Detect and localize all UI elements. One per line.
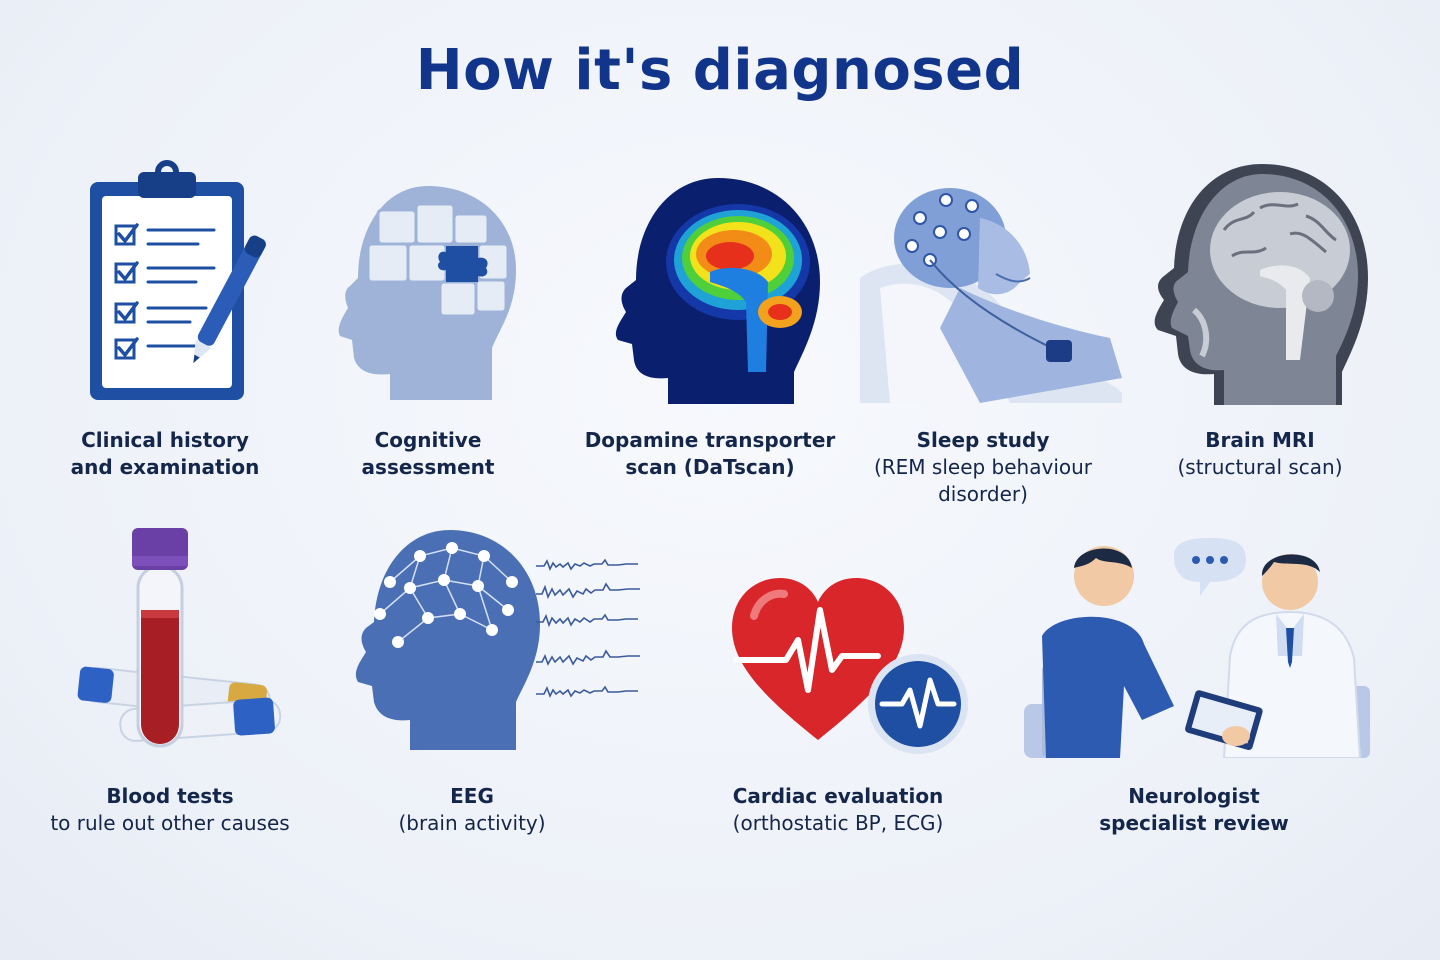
item-title: Cognitive (374, 428, 482, 452)
item-title: Brain MRI (1205, 428, 1315, 452)
item-title-line2: and examination (70, 455, 260, 479)
mri-head-icon (1154, 164, 1368, 405)
label-clinical-history: Clinical history and examination (25, 427, 305, 481)
item-subtitle: (brain activity) (398, 811, 546, 835)
label-eeg: EEG (brain activity) (332, 783, 612, 837)
heart-ecg-icon (732, 578, 968, 754)
item-subtitle: (REM sleep behaviour (873, 455, 1093, 479)
doctor-consultation-icon (1024, 538, 1370, 758)
item-title: Blood tests (106, 784, 234, 808)
item-subtitle: to rule out other causes (50, 811, 290, 835)
item-title: EEG (450, 784, 494, 808)
item-subtitle-line2: disorder) (938, 482, 1028, 506)
sleeping-patient-electrodes-icon (860, 188, 1122, 403)
label-cardiac-evaluation: Cardiac evaluation (orthostatic BP, ECG) (698, 783, 978, 837)
puzzle-head-icon (338, 186, 516, 400)
item-title-line2: scan (DaTscan) (625, 455, 795, 479)
item-title-line2: specialist review (1099, 811, 1289, 835)
item-title: Sleep study (916, 428, 1050, 452)
label-datscan: Dopamine transporter scan (DaTscan) (570, 427, 850, 481)
item-subtitle: (structural scan) (1177, 455, 1343, 479)
label-sleep-study: Sleep study (REM sleep behaviour disorde… (843, 427, 1123, 508)
label-cognitive-assessment: Cognitive assessment (288, 427, 568, 481)
item-title: Neurologist (1128, 784, 1260, 808)
blood-tube-icon (77, 528, 282, 748)
clipboard-checklist-icon (90, 160, 266, 400)
label-neurologist-review: Neurologist specialist review (1054, 783, 1334, 837)
brain-scan-heatmap-icon (615, 178, 820, 404)
item-subtitle: (orthostatic BP, ECG) (732, 811, 944, 835)
item-title: Clinical history (81, 428, 249, 452)
label-brain-mri: Brain MRI (structural scan) (1120, 427, 1400, 481)
item-title: Cardiac evaluation (732, 784, 944, 808)
label-blood-tests: Blood tests to rule out other causes (30, 783, 310, 837)
page-title: How it's diagnosed (415, 38, 1025, 103)
item-title: Dopamine transporter (584, 428, 836, 452)
eeg-head-icon (355, 530, 640, 750)
item-title-line2: assessment (361, 455, 495, 479)
